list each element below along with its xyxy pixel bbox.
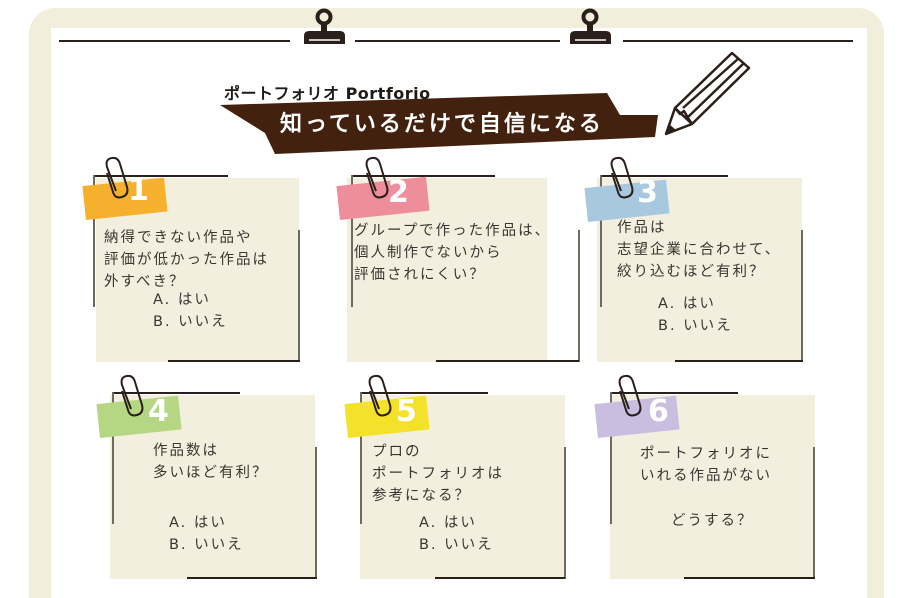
card-bottom-line: [684, 577, 815, 579]
card-right-line: [801, 230, 803, 362]
top-rule-left: [59, 40, 290, 42]
card-top-line: [600, 175, 728, 177]
paperclip-icon: [618, 374, 642, 417]
card-number: 4: [148, 394, 169, 429]
card-number: 3: [637, 175, 658, 210]
page-title: 知っているだけで自信になる: [280, 112, 604, 137]
card-bottom-line: [187, 577, 317, 579]
title-banner: [220, 93, 658, 154]
card-right-line: [578, 230, 580, 362]
binder-clip-icon: [304, 8, 345, 44]
card-number: 5: [396, 394, 417, 429]
question-text: 納得できない作品や 評価が低かった作品は 外すべき？: [104, 230, 269, 290]
card-left-line: [600, 175, 602, 307]
card-right-line: [315, 447, 317, 579]
card-left-line: [360, 392, 362, 524]
answer-a[interactable]: A. はい: [153, 292, 211, 308]
answer-options: A. はい B. いいえ: [419, 512, 494, 556]
paperclip-icon: [365, 156, 389, 199]
top-rule-middle: [355, 40, 560, 42]
answer-b[interactable]: B. いいえ: [153, 314, 228, 330]
card-top-line: [360, 392, 488, 394]
card-number: 1: [128, 173, 149, 208]
card-number: 2: [388, 175, 409, 210]
heading-eyebrow: ポートフォリオ Portforio: [224, 84, 431, 103]
card-left-line: [610, 392, 612, 524]
card-bottom-line: [435, 577, 565, 579]
answer-options: A. はい B. いいえ: [658, 293, 733, 337]
card-bottom-line: [436, 360, 579, 362]
answer-b[interactable]: B. いいえ: [169, 537, 244, 553]
card-top-line: [94, 175, 228, 177]
paperclip-icon: [105, 156, 129, 199]
answer-a[interactable]: A. はい: [169, 515, 227, 531]
question-text: グループで作った作品は、 個人制作でないから 評価されにくい？: [354, 223, 552, 283]
question-text: 作品数は 多いほど有利？: [153, 443, 269, 481]
card-left-line: [93, 175, 95, 307]
card-top-line: [351, 175, 495, 177]
card-bottom-line: [675, 360, 803, 362]
question-text: 作品は 志望企業に合わせて、 絞り込むほど有利？: [617, 220, 782, 280]
card-right-line: [813, 447, 815, 579]
answer-a[interactable]: A. はい: [419, 515, 477, 531]
answer-options: A. はい B. いいえ: [169, 512, 244, 556]
answer-b[interactable]: B. いいえ: [419, 537, 494, 553]
card-bottom-line: [168, 360, 300, 362]
question-text: プロの ポートフォリオは 参考になる？: [372, 444, 504, 504]
paperclip-icon: [368, 374, 392, 417]
card-number: 6: [648, 394, 669, 429]
top-rule-right: [623, 40, 853, 42]
card-left-line: [112, 392, 114, 524]
answer-options: A. はい B. いいえ: [153, 289, 228, 333]
binder-clip-icon: [570, 8, 611, 44]
card-top-line: [112, 392, 240, 394]
card-top-line: [610, 392, 738, 394]
answer-a[interactable]: A. はい: [658, 296, 716, 312]
question-text: ポートフォリオに いれる作品がない: [640, 446, 772, 484]
card-right-line: [564, 447, 566, 579]
paperclip-icon: [610, 156, 634, 199]
card-left-line: [351, 175, 353, 307]
answer-b[interactable]: B. いいえ: [658, 318, 733, 334]
pencil-icon: [664, 51, 751, 136]
card-right-line: [298, 230, 300, 362]
followup-text: どうする？: [671, 513, 754, 529]
paperclip-icon: [120, 374, 144, 417]
